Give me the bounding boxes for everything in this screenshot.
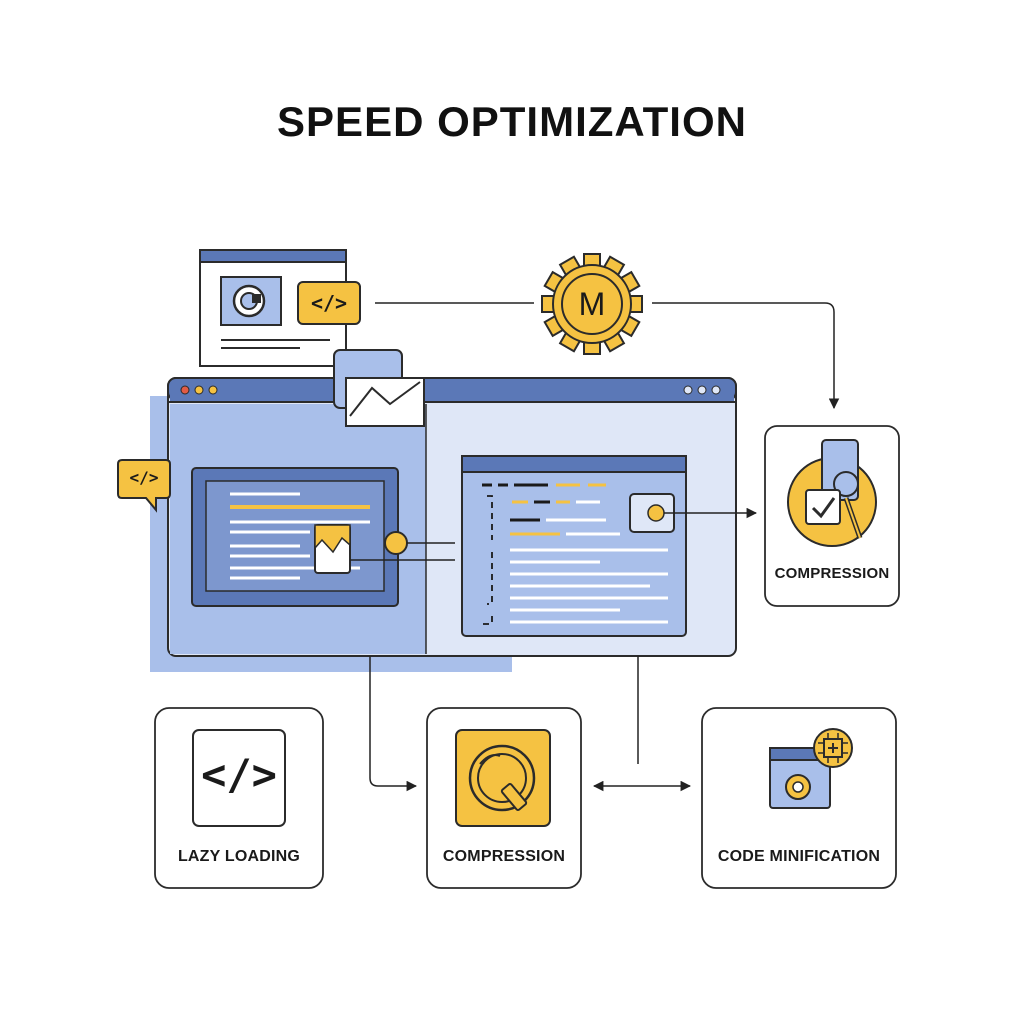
lazy-loading-label: LAZY LOADING bbox=[177, 848, 301, 865]
code-panel bbox=[461, 455, 687, 637]
compression-bottom-card bbox=[426, 707, 582, 889]
side-code-icon: </> bbox=[129, 468, 159, 487]
code-icon: </> bbox=[310, 291, 348, 315]
side-code-badge bbox=[117, 459, 171, 513]
chip-icon bbox=[813, 728, 853, 768]
code-minification-label: CODE MINIFICATION bbox=[717, 848, 881, 865]
left-content-panel bbox=[191, 467, 399, 607]
compression-right-card bbox=[764, 425, 900, 607]
image-icon bbox=[333, 349, 425, 427]
compression-bottom-label: COMPRESSION bbox=[442, 848, 566, 865]
lazy-loading-card bbox=[154, 707, 324, 889]
magnifier-icon bbox=[468, 744, 536, 812]
top-code-badge bbox=[297, 281, 361, 325]
lazy-loading-code-icon: </> bbox=[201, 750, 277, 799]
code-minification-card bbox=[701, 707, 897, 889]
page-title: SPEED OPTIMIZATION bbox=[277, 98, 747, 145]
checkmark-icon bbox=[805, 489, 841, 525]
gear-letter: M bbox=[578, 286, 606, 322]
target-icon bbox=[232, 284, 266, 318]
gear-icon bbox=[541, 253, 643, 355]
compression-right-label: COMPRESSION bbox=[774, 565, 890, 582]
